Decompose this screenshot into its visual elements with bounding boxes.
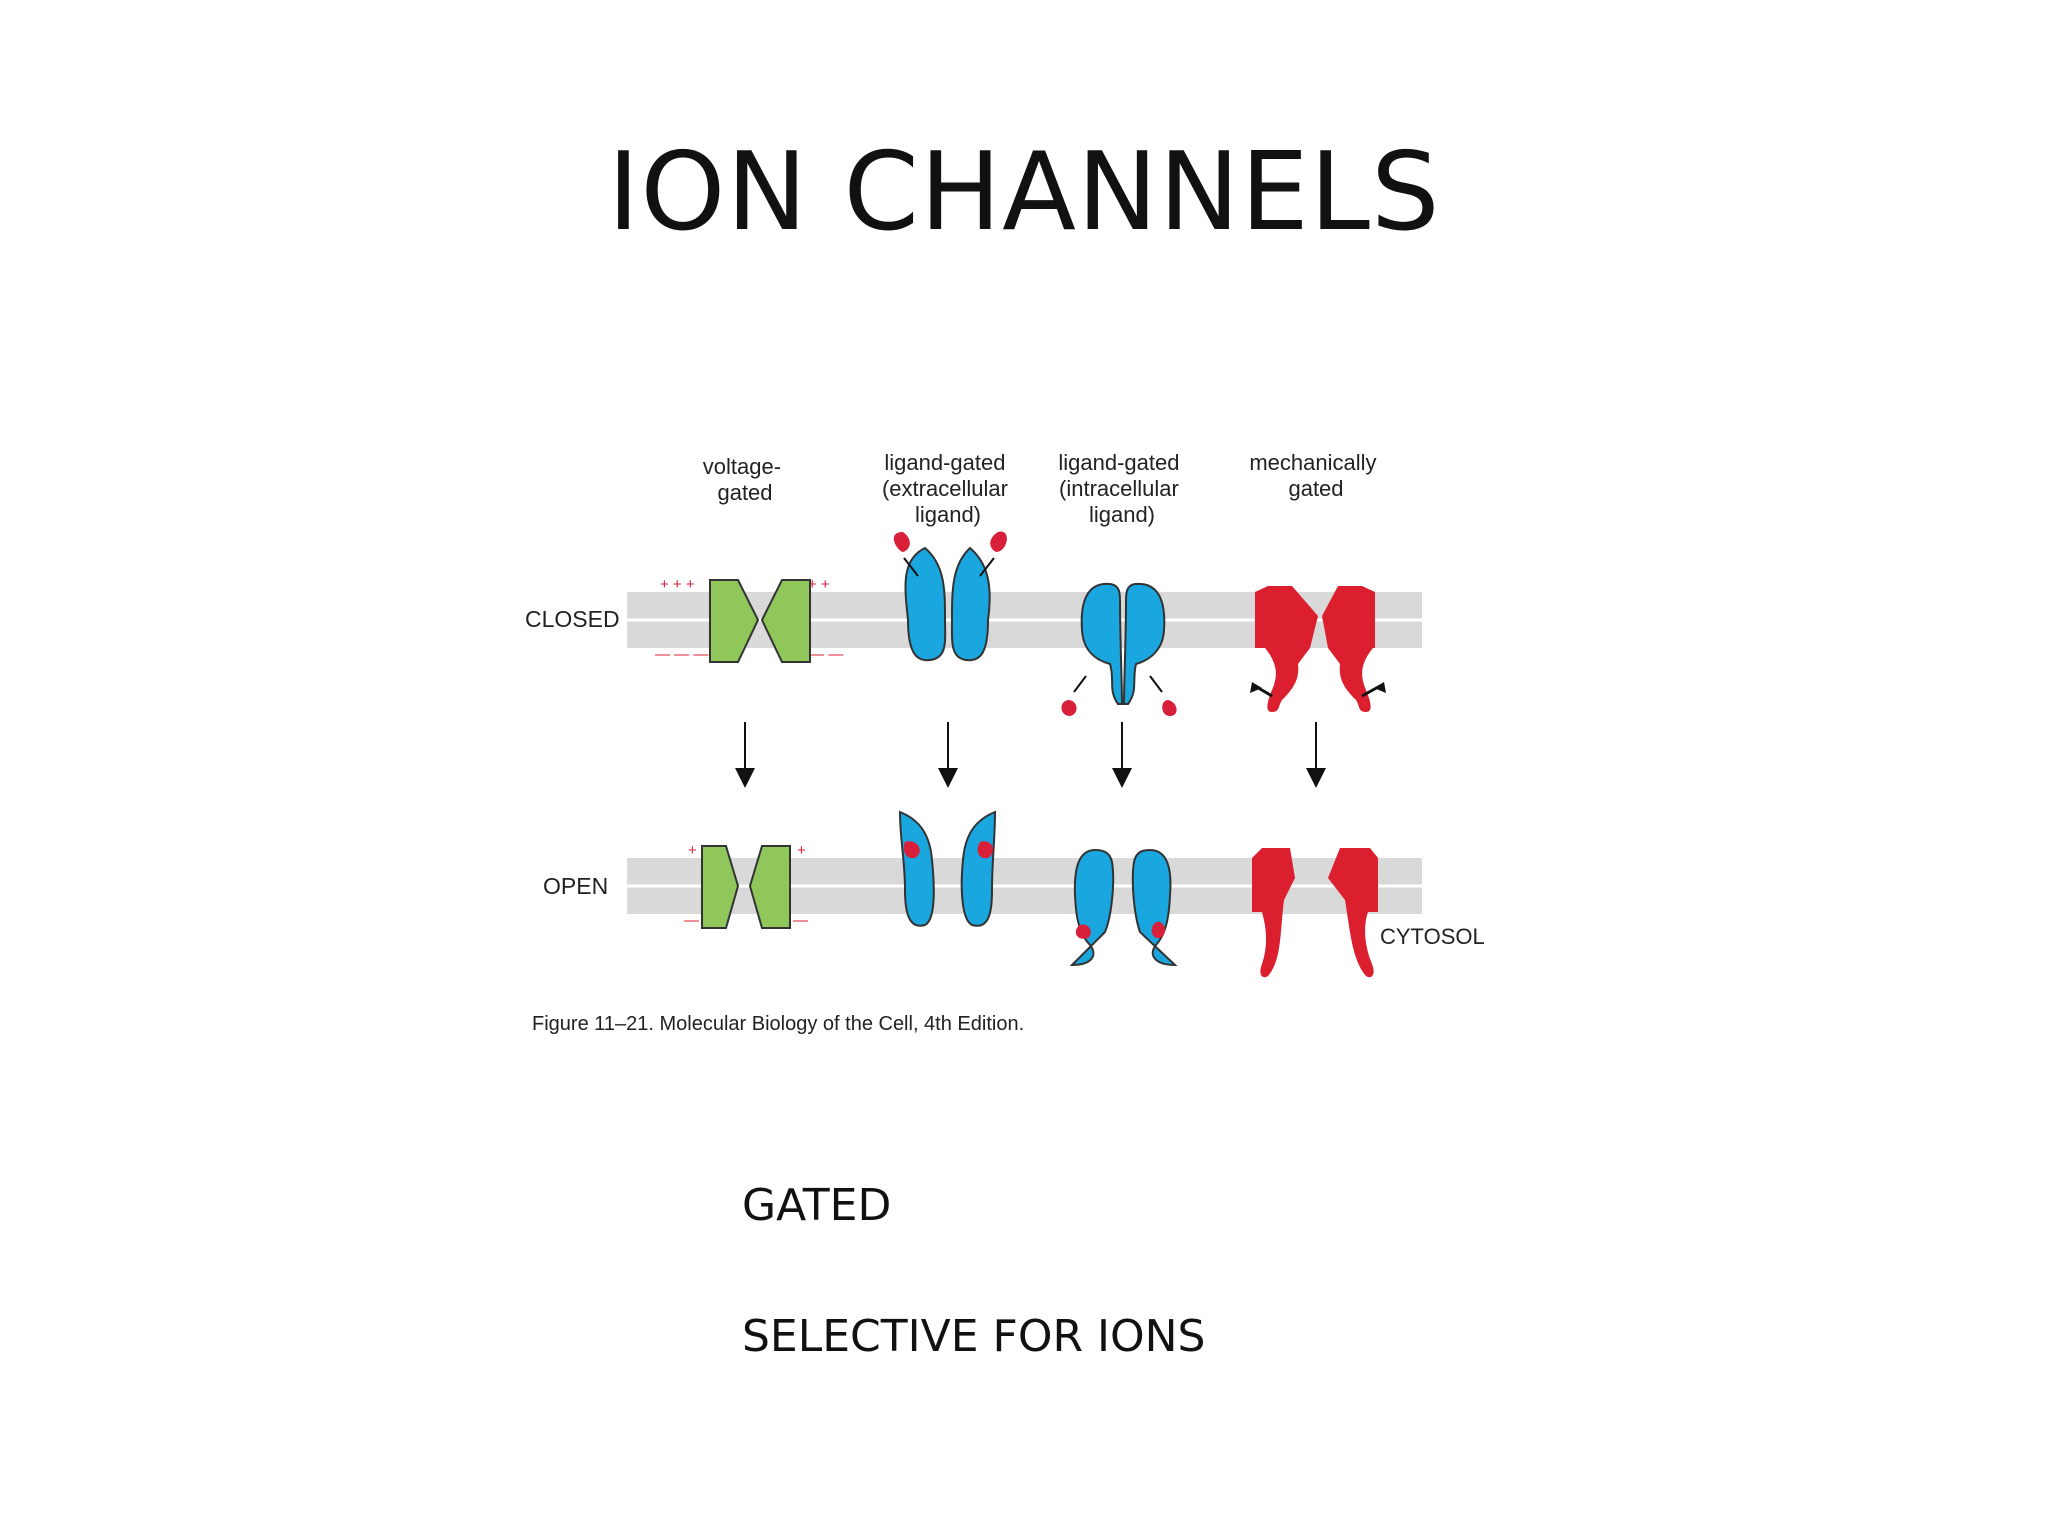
ligand-extracellular-channel-open (898, 810, 997, 927)
charge-minus-open-right: — (793, 912, 808, 929)
ligand-intracellular-channel-open (1069, 848, 1178, 967)
membrane-open (627, 858, 1422, 914)
slide-title: ION CHANNELS (607, 130, 1441, 255)
figure-caption: Figure 11–21. Molecular Biology of the C… (532, 1013, 1024, 1035)
column-ligand-extracellular-label: ligand-gated (extracellular ligand) (882, 450, 1014, 527)
bullet-selective-for-ions: SELECTIVE FOR IONS (742, 1311, 1206, 1362)
mechanical-channel-open (1252, 848, 1378, 978)
voltage-gated-channel-open (701, 845, 791, 929)
charge-plus-open-right: + (797, 842, 806, 859)
charge-plus-left: + + + (660, 576, 695, 593)
charge-minus-left: — — — (655, 646, 708, 663)
bullet-gated: GATED (742, 1180, 892, 1231)
ligand-extracellular-channel-closed (893, 531, 1007, 662)
ligand-intracellular-channel-closed (1061, 582, 1177, 716)
voltage-gated-channel-closed (709, 579, 811, 663)
bullet-list: GATED SELECTIVE FOR IONS (742, 1180, 1205, 1442)
row-label-closed: CLOSED (525, 606, 620, 632)
row-label-open: OPEN (543, 873, 608, 899)
column-ligand-intracellular-label: ligand-gated (intracellular ligand) (1058, 450, 1185, 527)
mechanical-channel-closed (1250, 586, 1386, 712)
charge-plus-open-left: + (688, 842, 697, 859)
column-mechanically-gated-label: mechanically gated (1249, 450, 1382, 501)
column-voltage-gated-label: voltage- gated (703, 454, 787, 505)
charge-minus-open-left: — (684, 912, 699, 929)
cytosol-label: CYTOSOL (1380, 924, 1485, 949)
transition-arrows (735, 722, 1326, 788)
